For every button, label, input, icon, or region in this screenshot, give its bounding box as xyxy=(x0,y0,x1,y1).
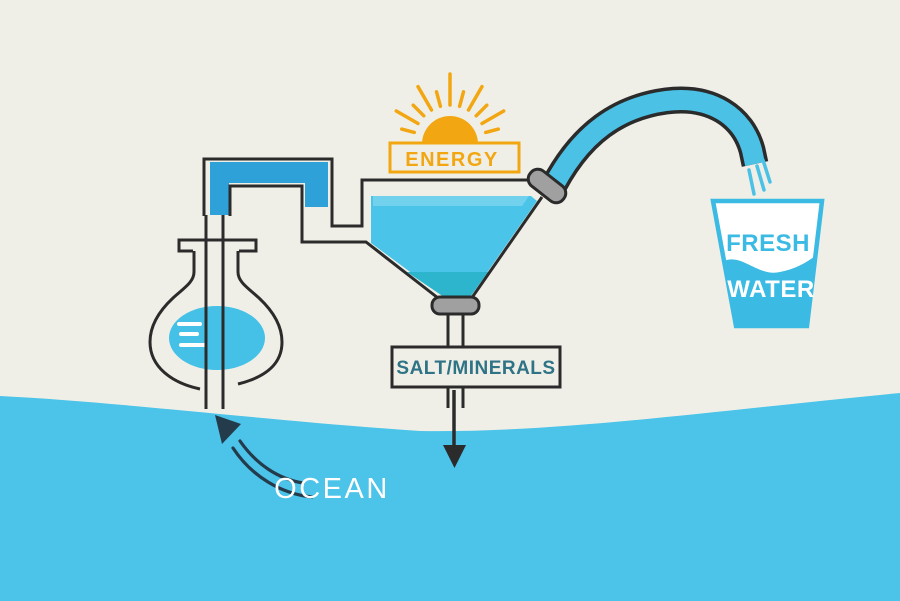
salt-arrow-head-icon xyxy=(443,445,466,468)
funnel-water-dark xyxy=(407,272,488,297)
water-label: WATER xyxy=(727,276,814,303)
arch-pipe-funnel-outline xyxy=(202,157,544,300)
sun-icon xyxy=(422,116,478,144)
arch-pipe-water xyxy=(210,162,328,215)
ocean-group: OCEAN xyxy=(215,415,390,505)
ocean-arrow-curves xyxy=(231,439,314,499)
flask-liquid-reflection-icon xyxy=(177,322,207,347)
funnel-water xyxy=(371,196,537,297)
spout-coupler xyxy=(526,167,568,205)
salt-minerals-group: SALT/MINERALS xyxy=(390,314,562,468)
flask-outline xyxy=(148,238,284,391)
ocean-arrow-head-icon xyxy=(215,415,241,444)
water-streams-icon xyxy=(747,158,772,196)
funnel-neck-coupler xyxy=(430,295,481,316)
ocean-label: OCEAN xyxy=(274,473,390,505)
energy-label: ENERGY xyxy=(405,149,498,171)
intake-pipe xyxy=(204,215,225,409)
sun-rays-icon xyxy=(394,72,506,135)
salt-minerals-label: SALT/MINERALS xyxy=(396,358,555,379)
glass-group: FRESH WATER xyxy=(710,198,825,329)
ocean-water xyxy=(0,393,900,601)
energy-group: ENERGY xyxy=(388,72,521,174)
salt-minerals-box xyxy=(390,345,562,389)
flask-liquid xyxy=(169,306,265,370)
spout-pipe xyxy=(536,86,769,201)
fresh-label: FRESH xyxy=(726,230,810,257)
glass-water xyxy=(724,256,815,324)
salt-pipe xyxy=(446,314,465,408)
funnel-water-surface xyxy=(373,196,529,206)
